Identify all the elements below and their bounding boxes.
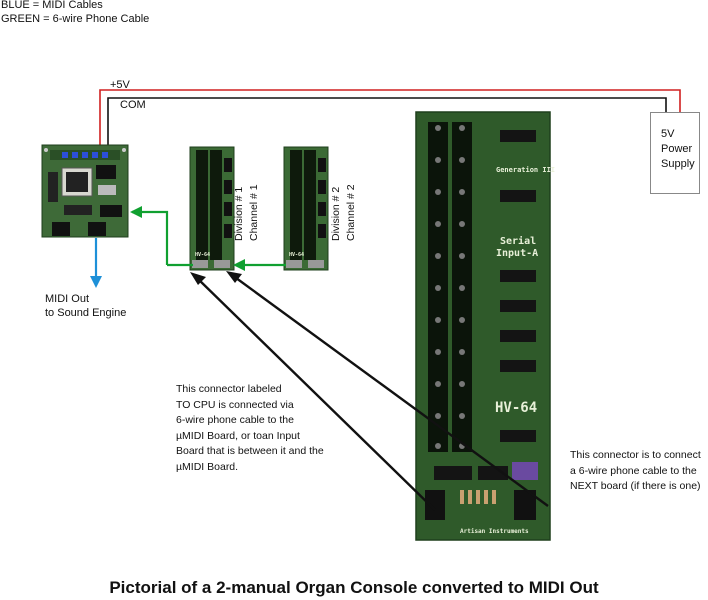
plus5v-label: +5V [110, 79, 130, 91]
diagram-title: Pictorial of a 2-manual Organ Console co… [109, 578, 599, 597]
com-label: COM [120, 99, 146, 111]
pointer-arrow-right [231, 274, 549, 507]
com-wire [107, 97, 667, 155]
power-supply-box: 5V Power Supply [650, 112, 700, 194]
midi-cable-arrowhead [90, 276, 102, 288]
input-board-1 [189, 146, 235, 271]
midi-out-line1: MIDI Out [45, 293, 90, 305]
pointer-arrow-left [195, 276, 436, 511]
phone-cable-1 [132, 210, 169, 265]
umidi-board [41, 144, 129, 238]
legend-blue: BLUE = MIDI Cables [1, 0, 103, 11]
pcb-input-label: Input-A [496, 248, 538, 259]
division-1-line1: Division # 1 [233, 186, 245, 241]
division-1-line2: Channel # 1 [248, 184, 260, 241]
input-board-2 [283, 146, 329, 271]
small-board-1-model-label: HV-64 [195, 252, 210, 258]
pcb-generation-label: Generation III [496, 166, 555, 174]
power-supply-label: 5V Power Supply [661, 128, 695, 170]
pcb-serial-label: Serial [500, 235, 536, 247]
division-2-line2: Channel # 2 [345, 184, 357, 241]
phone-cable-1-arrowhead [130, 206, 142, 218]
legend-green: GREEN = 6-wire Phone Cable [1, 13, 150, 25]
small-board-2-model-label: HV-64 [289, 252, 304, 258]
pcb-maker-label: Artisan Instruments [460, 528, 529, 535]
pointer-arrow-right-head [226, 271, 242, 283]
note-next-board: This connector is to connect a 6-wire ph… [570, 449, 701, 492]
pcb-model-label: HV-64 [495, 400, 537, 416]
pointer-arrow-left-head [190, 272, 206, 285]
division-2-line1: Division # 2 [330, 186, 342, 241]
plus5v-wire [99, 89, 681, 155]
midi-out-line2: to Sound Engine [45, 307, 127, 319]
phone-cable-2-arrowhead [233, 259, 245, 271]
hv64-board [415, 111, 551, 541]
note-to-cpu: This connector labeled TO CPU is connect… [176, 383, 324, 473]
